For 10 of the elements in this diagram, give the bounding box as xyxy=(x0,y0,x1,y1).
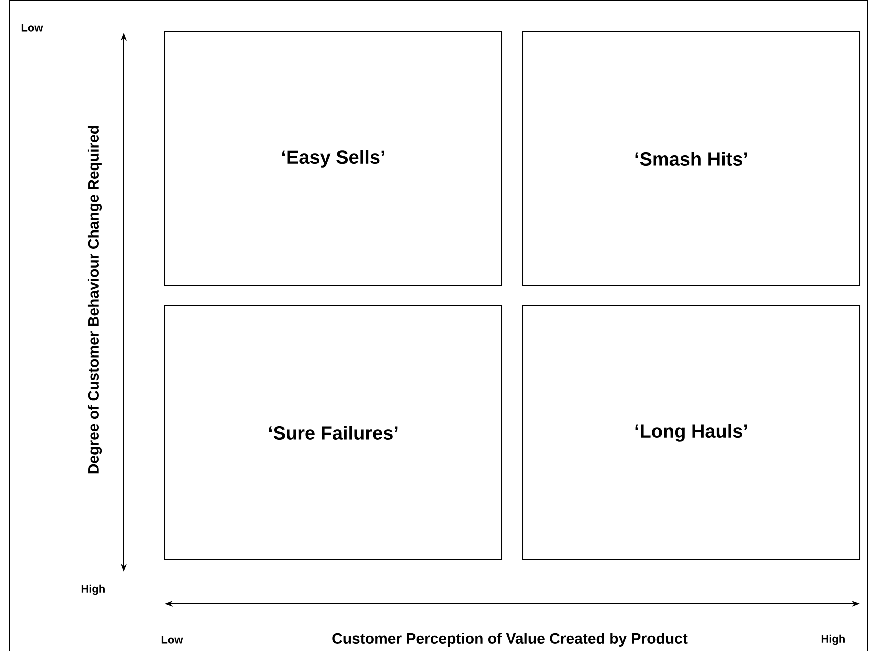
quadrant-box: ‘Sure Failures’ xyxy=(164,306,502,560)
axis-end-label: Low xyxy=(22,24,44,32)
axis-end-label: High xyxy=(82,584,105,596)
quadrant-box: ‘Easy Sells’ xyxy=(164,32,502,286)
axis-title: Degree of Customer Behaviour Change Required xyxy=(88,126,102,474)
quadrant-box: ‘Smash Hits’ xyxy=(522,32,860,286)
axis-end-label: High xyxy=(822,634,845,646)
quadrant-box: ‘Long Hauls’ xyxy=(522,306,860,560)
axis-title: Customer Perception of Value Created by Product xyxy=(332,633,688,647)
axis-end-label: Low xyxy=(162,636,184,644)
